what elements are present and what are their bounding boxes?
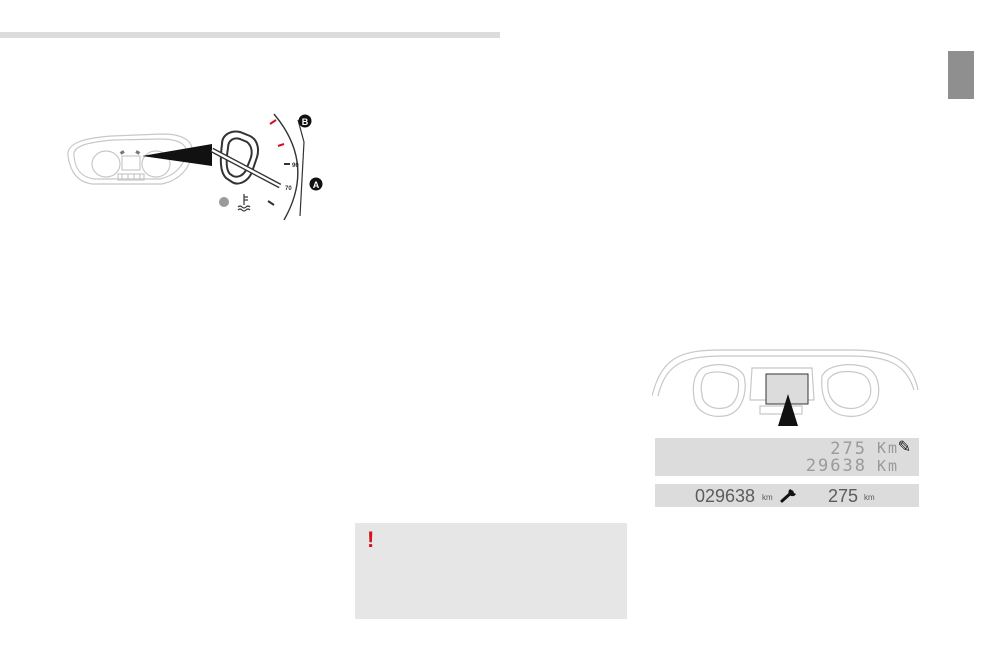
callout-b-marker (298, 114, 312, 128)
tick-label-90: 90 (292, 163, 299, 169)
cluster-outline (652, 349, 919, 417)
small-needles (119, 150, 141, 155)
odometer-unit: Km (876, 457, 899, 475)
trip-computer-display-b: 029638 km 275 km (655, 484, 919, 507)
service-distance-unit: km (864, 493, 875, 502)
instrument-cluster-illustration (652, 349, 919, 426)
zoomed-gauge (219, 130, 259, 185)
gauge-bracket-a (299, 141, 305, 217)
service-distance-value: 275 (830, 439, 867, 459)
tick-label-70: 70 (285, 186, 292, 192)
warning-note: ! (355, 523, 627, 619)
odometer-value: 29638 (805, 456, 867, 476)
coolant-temperature-icon (237, 194, 251, 212)
display-pointer (778, 394, 798, 426)
gauge-ticks (267, 119, 290, 206)
callout-b-label: B (302, 117, 309, 127)
odometer-value: 029638 (695, 486, 756, 506)
temperature-warning-lamp-icon (219, 197, 229, 207)
wrench-icon (780, 489, 796, 503)
trip-computer-display-a: 275 Km ✎ 29638 Km (655, 438, 919, 476)
odometer-unit: km (762, 493, 773, 502)
callout-a-label: A (313, 180, 320, 190)
gauge-bracket-b (297, 119, 305, 143)
callout-a-marker (309, 177, 323, 191)
service-distance-unit: Km (876, 439, 899, 457)
exclamation-icon: ! (367, 527, 375, 552)
header-rule (0, 32, 500, 38)
chapter-tab[interactable] (948, 51, 974, 99)
coolant-gauge-illustration: B A 90 70 (67, 113, 323, 221)
wrench-icon: ✎ (897, 437, 913, 456)
gauge-scale-arc (273, 113, 299, 221)
service-distance-value: 275 (828, 486, 859, 506)
zoom-pointer (142, 144, 212, 166)
